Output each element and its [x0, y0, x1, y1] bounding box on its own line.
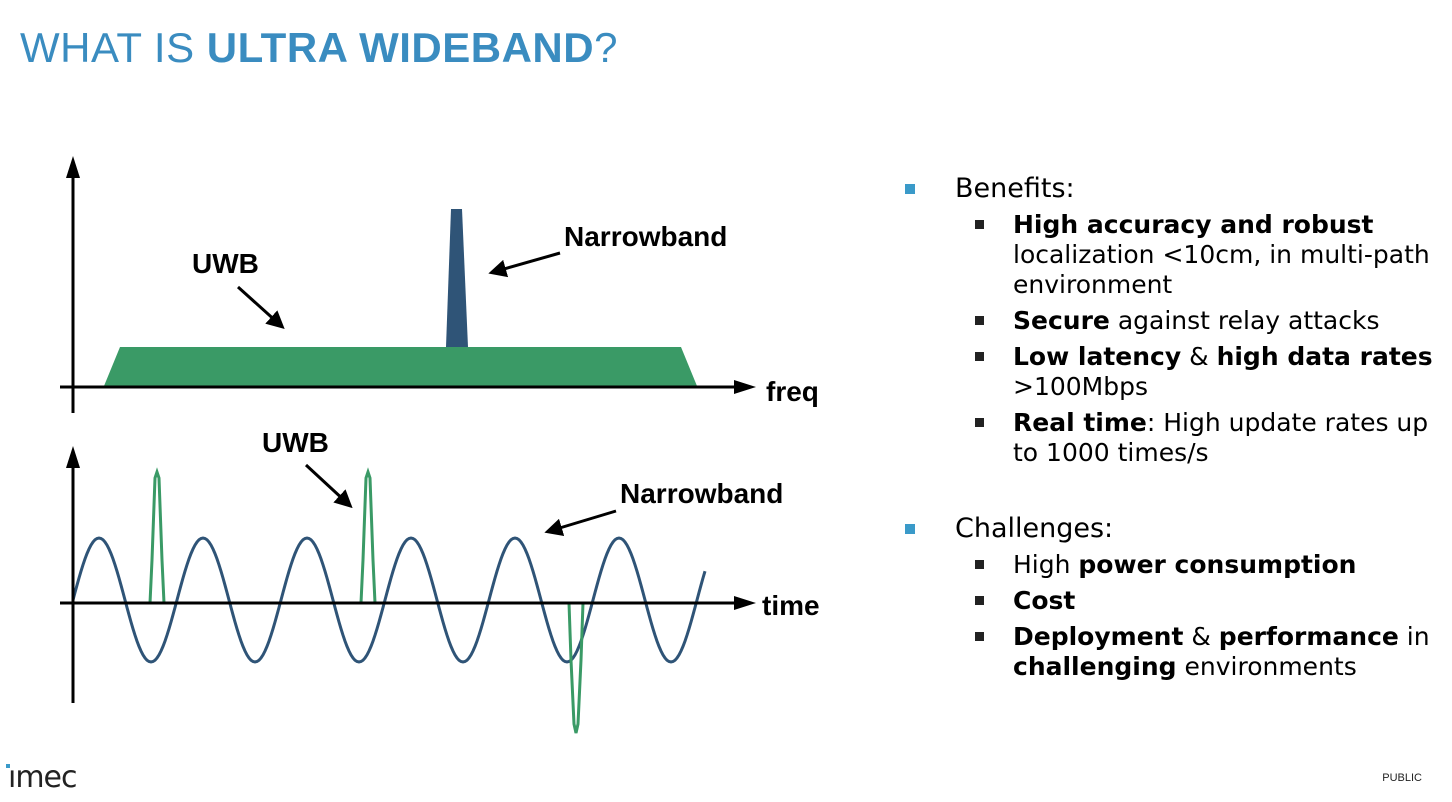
- benefit-bold: high data rates: [1216, 342, 1433, 371]
- uwb-label-top: UWB: [192, 248, 259, 279]
- challenge-bold: power consumption: [1078, 550, 1357, 579]
- benefit-text: : High update rates up to 1000 times/s: [1013, 408, 1429, 467]
- sub-bullet-marker: [975, 316, 984, 325]
- time-y-arrowhead: [66, 446, 80, 468]
- narrowband-wave: [71, 536, 707, 664]
- challenge-item: Cost: [905, 586, 1435, 616]
- freq-y-arrowhead: [66, 156, 80, 178]
- benefit-bold: Real time: [1013, 408, 1147, 437]
- uwb-spectrum: [104, 347, 697, 386]
- benefits-heading-text: Benefits:: [955, 173, 1075, 204]
- logo-dot: [6, 764, 10, 768]
- benefit-bold: High accuracy and robust: [1013, 210, 1374, 239]
- time-axis-label: time: [762, 590, 820, 621]
- title-bold: ULTRA WIDEBAND: [206, 24, 595, 71]
- uwb-diagram: freq UWB Narrowband time UWB Narrowband: [60, 156, 820, 734]
- title-prefix: WHAT IS: [20, 24, 207, 71]
- uwb-arrow-bottom: [304, 463, 353, 509]
- uwb-pulse-3: [567, 602, 585, 734]
- freq-x-arrowhead: [734, 380, 756, 394]
- bullet-marker: [905, 524, 915, 534]
- title-suffix: ?: [594, 24, 618, 71]
- benefit-item: High accuracy and robust localization <1…: [905, 210, 1435, 300]
- challenge-bold: performance: [1218, 622, 1399, 651]
- uwb-pulse-2: [359, 467, 377, 604]
- classification-label: PUBLIC: [1382, 772, 1422, 784]
- frequency-plot: freq UWB Narrowband: [60, 156, 819, 413]
- time-x-arrowhead: [734, 596, 756, 610]
- challenge-item: High power consumption: [905, 550, 1435, 580]
- sub-bullet-marker: [975, 632, 984, 641]
- challenge-text: environments: [1176, 652, 1357, 681]
- bullet-list: Benefits: High accuracy and robust local…: [905, 172, 1435, 688]
- narrowband-arrow-top: [488, 251, 561, 278]
- challenges-heading: Challenges:: [905, 512, 1435, 546]
- benefit-text: >100Mbps: [1013, 372, 1148, 401]
- uwb-arrow-top: [236, 285, 285, 330]
- freq-axis-label: freq: [766, 376, 819, 407]
- narrowband-label-top: Narrowband: [564, 221, 727, 252]
- uwb-label-bottom: UWB: [262, 427, 329, 458]
- sub-bullet-marker: [975, 596, 984, 605]
- challenge-bold: challenging: [1013, 652, 1177, 681]
- challenge-text: &: [1183, 622, 1219, 651]
- challenge-bold: Cost: [1013, 586, 1076, 615]
- challenges-heading-text: Challenges:: [955, 513, 1114, 544]
- sub-bullet-marker: [975, 560, 984, 569]
- sub-bullet-marker: [975, 220, 984, 229]
- benefit-item: Low latency & high data rates >100Mbps: [905, 342, 1435, 402]
- benefit-text: localization <10cm, in multi-path enviro…: [1013, 240, 1430, 299]
- benefit-text: against relay attacks: [1109, 306, 1380, 335]
- challenge-text: in: [1398, 622, 1430, 651]
- sub-bullet-marker: [975, 352, 984, 361]
- time-plot: time UWB Narrowband: [60, 427, 820, 734]
- narrowband-label-bottom: Narrowband: [620, 478, 783, 509]
- uwb-pulse-1: [148, 467, 166, 604]
- challenge-item: Deployment & performance in challenging …: [905, 622, 1435, 682]
- benefit-item: Real time: High update rates up to 1000 …: [905, 408, 1435, 468]
- benefit-item: Secure against relay attacks: [905, 306, 1435, 336]
- narrowband-arrow-bottom: [544, 509, 617, 537]
- sub-bullet-marker: [975, 418, 984, 427]
- benefit-bold: Secure: [1013, 306, 1110, 335]
- benefits-heading: Benefits:: [905, 172, 1435, 206]
- challenge-text: High: [1013, 550, 1079, 579]
- slide-title: WHAT IS ULTRA WIDEBAND?: [20, 24, 618, 72]
- benefit-bold: Low latency: [1013, 342, 1182, 371]
- benefit-text: &: [1181, 342, 1217, 371]
- imec-logo: ımec: [8, 760, 78, 795]
- narrowband-spectrum: [446, 209, 468, 347]
- challenge-bold: Deployment: [1013, 622, 1184, 651]
- bullet-marker: [905, 184, 915, 194]
